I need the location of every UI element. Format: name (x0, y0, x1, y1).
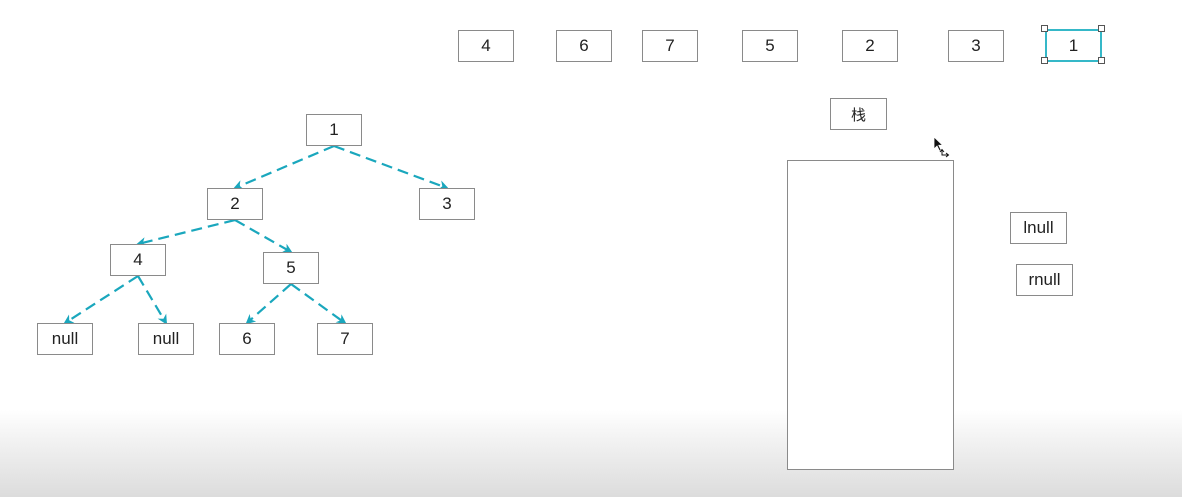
sequence-item[interactable]: 7 (642, 30, 698, 62)
tree-node-2[interactable]: 2 (207, 188, 263, 220)
stack-container[interactable] (787, 160, 954, 470)
resize-handle-bottom-right[interactable] (1098, 57, 1105, 64)
lnull-marker[interactable]: lnull (1010, 212, 1067, 244)
rnull-marker[interactable]: rnull (1016, 264, 1073, 296)
tree-node-3[interactable]: 3 (419, 188, 475, 220)
tree-edge-n4-n4_left (63, 275, 139, 325)
tree-node-null-right[interactable]: null (138, 323, 194, 355)
tree-node-6[interactable]: 6 (219, 323, 275, 355)
resize-handle-bottom-left[interactable] (1041, 57, 1048, 64)
tree-node-5[interactable]: 5 (263, 252, 319, 284)
tree-node-null-left[interactable]: null (37, 323, 93, 355)
tree-edge-n2-n4 (136, 218, 236, 247)
sequence-item[interactable]: 2 (842, 30, 898, 62)
tree-node-4[interactable]: 4 (110, 244, 166, 276)
mouse-cursor-icon (933, 136, 950, 158)
sequence-item[interactable]: 6 (556, 30, 612, 62)
sequence-item-selected[interactable]: 1 (1045, 29, 1102, 62)
tree-edge-n1-n2 (233, 144, 335, 190)
tree-node-7[interactable]: 7 (317, 323, 373, 355)
tree-edge-n2-n5 (234, 219, 293, 253)
tree-edge-n5-n7 (290, 283, 347, 325)
sequence-item[interactable]: 3 (948, 30, 1004, 62)
tree-edge-n4-n4_right (137, 275, 168, 325)
tree-node-1[interactable]: 1 (306, 114, 362, 146)
tree-edge-n5-n6 (245, 283, 292, 325)
tree-edge-n1-n3 (333, 144, 449, 190)
sequence-item[interactable]: 4 (458, 30, 514, 62)
sequence-item[interactable]: 5 (742, 30, 798, 62)
resize-handle-top-right[interactable] (1098, 25, 1105, 32)
stack-label[interactable]: 栈 (830, 98, 887, 130)
resize-handle-top-left[interactable] (1041, 25, 1048, 32)
